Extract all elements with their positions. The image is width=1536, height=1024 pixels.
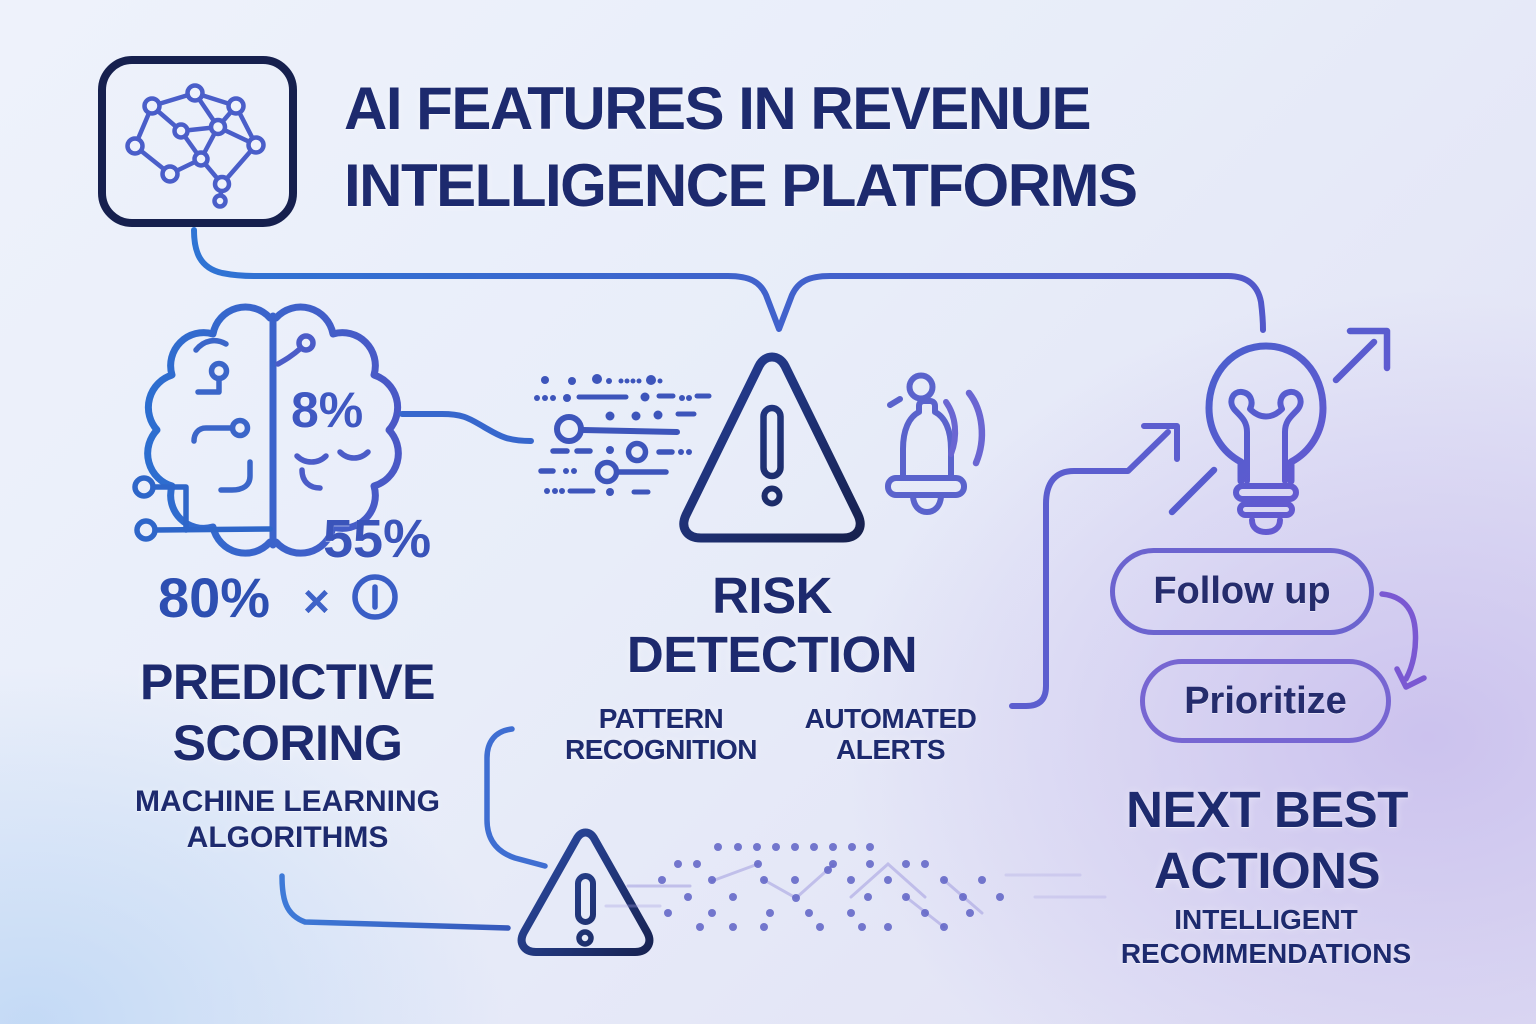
stat-80pct: 80% bbox=[158, 566, 271, 629]
page-title-line2: INTELLIGENCE PLATFORMS bbox=[344, 152, 1138, 219]
brain-to-data-connector bbox=[399, 411, 534, 444]
follow-up-chip-label: Follow up bbox=[1153, 570, 1331, 612]
top-branch-connector bbox=[191, 227, 1266, 333]
alerts-to-bulb-connector bbox=[1009, 423, 1180, 709]
brain-stat-8pct: 8% bbox=[291, 382, 364, 438]
growth-arrow-icon bbox=[1168, 327, 1391, 516]
pattern-recognition-line1: PATTERN bbox=[598, 703, 724, 734]
prioritize-chip[interactable]: Prioritize bbox=[1140, 659, 1391, 743]
risk-detection-title-line1: RISK bbox=[712, 567, 832, 624]
alert-bell-icon bbox=[885, 372, 986, 515]
data-sliders-icon bbox=[534, 374, 712, 496]
predictive-scoring-title-line2: SCORING bbox=[172, 715, 403, 771]
logo-badge bbox=[98, 56, 297, 227]
follow-up-chip[interactable]: Follow up bbox=[1110, 548, 1374, 635]
prioritize-chip-label: Prioritize bbox=[1184, 679, 1347, 722]
automated-alerts-line1: AUTOMATED bbox=[804, 703, 977, 734]
predictive-scoring-title-line1: PREDICTIVE bbox=[139, 654, 436, 710]
next-best-actions-subtitle-line2: RECOMMENDATIONS bbox=[1120, 938, 1412, 969]
pattern-recognition-label: PATTERN RECOGNITION bbox=[552, 703, 770, 765]
page-title: AI FEATURES IN REVENUE INTELLIGENCE PLAT… bbox=[344, 70, 1138, 224]
next-best-actions-subtitle: INTELLIGENT RECOMMENDATIONS bbox=[1060, 903, 1472, 971]
algorithms-to-triangle-connector bbox=[279, 873, 511, 931]
circuit-brain-icon bbox=[132, 303, 402, 557]
multiply-operator: × bbox=[303, 575, 330, 627]
lightbulb-icon bbox=[1168, 327, 1391, 535]
circled-bar-icon bbox=[352, 574, 398, 620]
warning-triangle-icon bbox=[679, 352, 865, 543]
automated-alerts-label: AUTOMATED ALERTS bbox=[788, 703, 993, 765]
neural-network-brain-icon bbox=[125, 83, 266, 209]
automated-alerts-line2: ALERTS bbox=[836, 734, 946, 765]
circuit-terminals-icon bbox=[132, 475, 273, 542]
cycle-arrow-icon bbox=[1379, 591, 1427, 690]
risk-detection-title-line2: DETECTION bbox=[626, 626, 918, 683]
ray-line bbox=[1168, 466, 1218, 516]
predictive-scoring-title: PREDICTIVE SCORING bbox=[100, 652, 475, 774]
next-best-actions-title-line1: NEXT BEST bbox=[1126, 781, 1408, 838]
predictive-scoring-subtitle-line1: MACHINE LEARNING bbox=[135, 785, 440, 818]
next-best-actions-title: NEXT BEST ACTIONS bbox=[1072, 779, 1462, 901]
stat-55pct: 55% bbox=[323, 509, 432, 569]
predictive-scoring-subtitle: MACHINE LEARNING ALGORITHMS bbox=[100, 784, 475, 856]
page-title-line1: AI FEATURES IN REVENUE bbox=[344, 75, 1091, 142]
logo-frame bbox=[98, 56, 297, 227]
pattern-recognition-line2: RECOGNITION bbox=[564, 734, 758, 765]
next-best-actions-title-line2: ACTIONS bbox=[1154, 842, 1381, 899]
next-best-actions-subtitle-line1: INTELLIGENT bbox=[1174, 904, 1358, 935]
small-warning-triangle-icon bbox=[517, 828, 654, 956]
pattern-to-triangle-connector bbox=[484, 726, 548, 869]
network-scatter-pattern bbox=[604, 843, 1107, 931]
predictive-scoring-subtitle-line2: ALGORITHMS bbox=[186, 821, 389, 854]
risk-detection-title: RISK DETECTION bbox=[578, 566, 966, 684]
arrowhead-ne bbox=[1141, 423, 1180, 462]
